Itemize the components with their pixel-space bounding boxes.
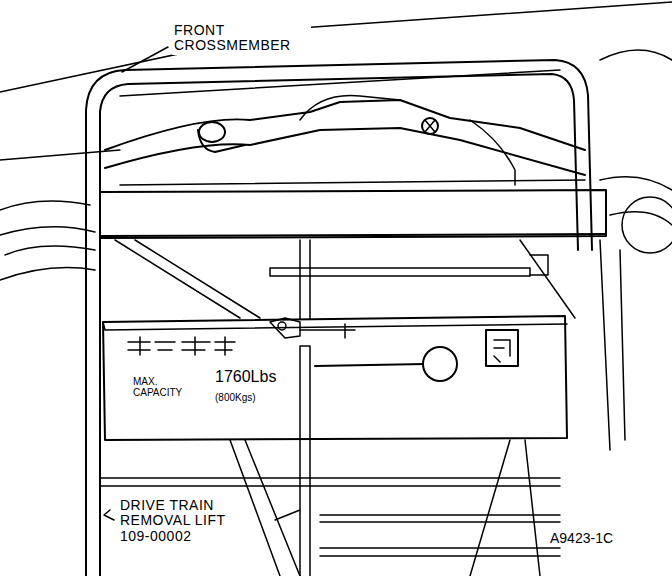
figure-code: A9423-1C [550,531,660,546]
part-name: FRONT CROSSMEMBER [172,22,311,55]
part-name: DRIVE TRAIN REMOVAL LIFT 109-00002 [118,497,234,545]
plate-text: MAX. CAPACITY [133,376,195,398]
plate-text: (800Kgs) [215,392,325,403]
plate-text: 1760Lbs [215,368,325,386]
capacity-plate: MAX. CAPACITY 1760Lbs (800Kgs) [103,320,565,438]
